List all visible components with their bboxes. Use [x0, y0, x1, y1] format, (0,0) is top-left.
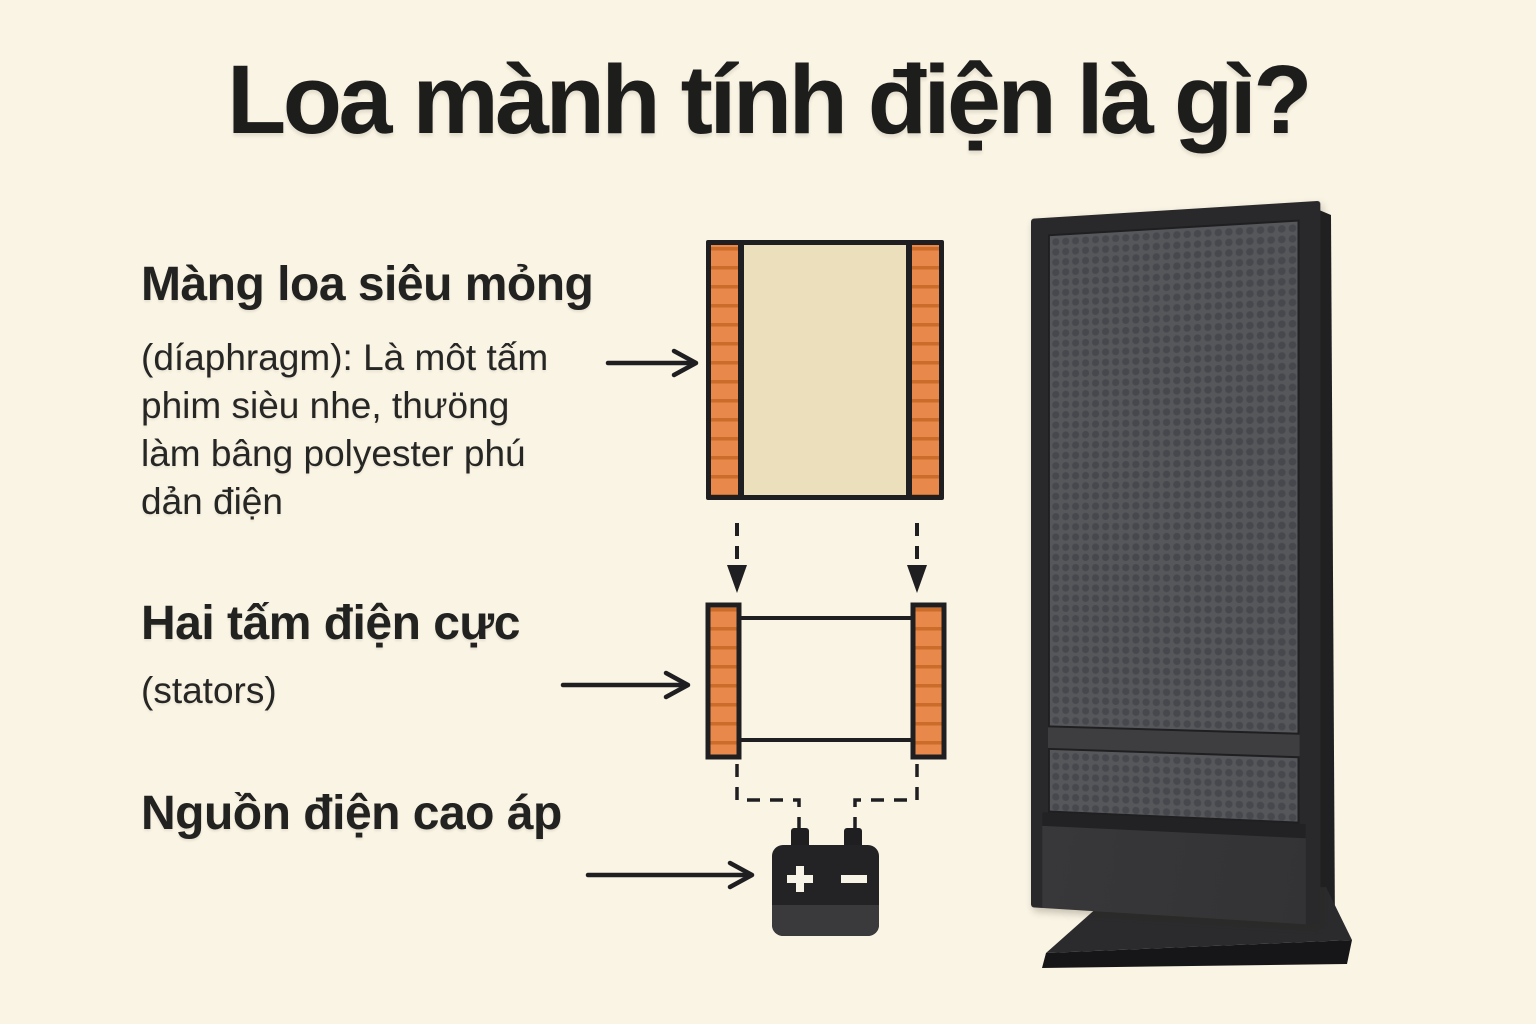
power-wires	[735, 764, 919, 834]
battery-symbols	[787, 866, 867, 892]
stators-heading: Hai tấm điện cực	[141, 597, 520, 650]
speaker-grille-lower	[1048, 747, 1300, 824]
down-arrow-left-icon	[727, 565, 747, 593]
power-heading: Nguồn điện cao áp	[141, 787, 562, 840]
power-arrow-head-icon	[727, 860, 755, 890]
diaphragm-description-line: phim sièu nhe, thưöng	[141, 385, 510, 426]
diaphragm-heading: Màng loa siêu mỏng	[141, 258, 594, 311]
battery-terminal-right	[844, 828, 862, 848]
assembly-drop-arrows	[735, 523, 919, 561]
diaphragm-description-line: (díaphragm): Là môt tấm	[141, 337, 549, 378]
diaphragm-film	[744, 245, 906, 495]
down-arrow-right-icon	[907, 565, 927, 593]
diaphragm-left-stator-strip	[711, 245, 738, 495]
battery-base-band	[772, 905, 879, 936]
speaker-illustration	[1031, 200, 1321, 926]
power-label-block: Nguồn điện cao áp	[141, 786, 562, 841]
battery-terminal-left	[791, 828, 809, 848]
diaphragm-description: (díaphragm): Là môt tấm phim sièu nhe, t…	[141, 334, 593, 526]
stators-label-block: Hai tấm điện cực (stators)	[141, 596, 520, 715]
stators-arrow-head-icon	[663, 670, 691, 700]
diaphragm-arrow-head-icon	[671, 348, 699, 378]
speaker-base-edge	[1042, 940, 1352, 968]
speaker-plinth	[1042, 825, 1306, 925]
diaphragm-right-stator-strip	[912, 245, 939, 495]
speaker-grille-upper	[1048, 219, 1300, 735]
diaphragm-description-line: làm bâng polyester phú	[141, 433, 526, 474]
battery-plus-icon	[787, 866, 813, 892]
battery-icon	[772, 828, 879, 936]
pointer-arrows	[560, 348, 755, 890]
stator-left-bar	[705, 602, 742, 760]
stator-right-bar	[910, 602, 947, 760]
wire-right	[853, 764, 919, 834]
diaphragm-description-line: dản điện	[141, 481, 283, 522]
stators-subheading: (stators)	[141, 670, 277, 711]
wire-left	[735, 764, 801, 834]
diaphragm-label-block: Màng loa siêu mỏng (díaphragm): Là môt t…	[141, 257, 594, 526]
stators-illustration	[705, 602, 947, 760]
diaphragm-panel-illustration	[706, 240, 944, 500]
page-title: Loa mành tính điện là gì?	[227, 45, 1312, 154]
